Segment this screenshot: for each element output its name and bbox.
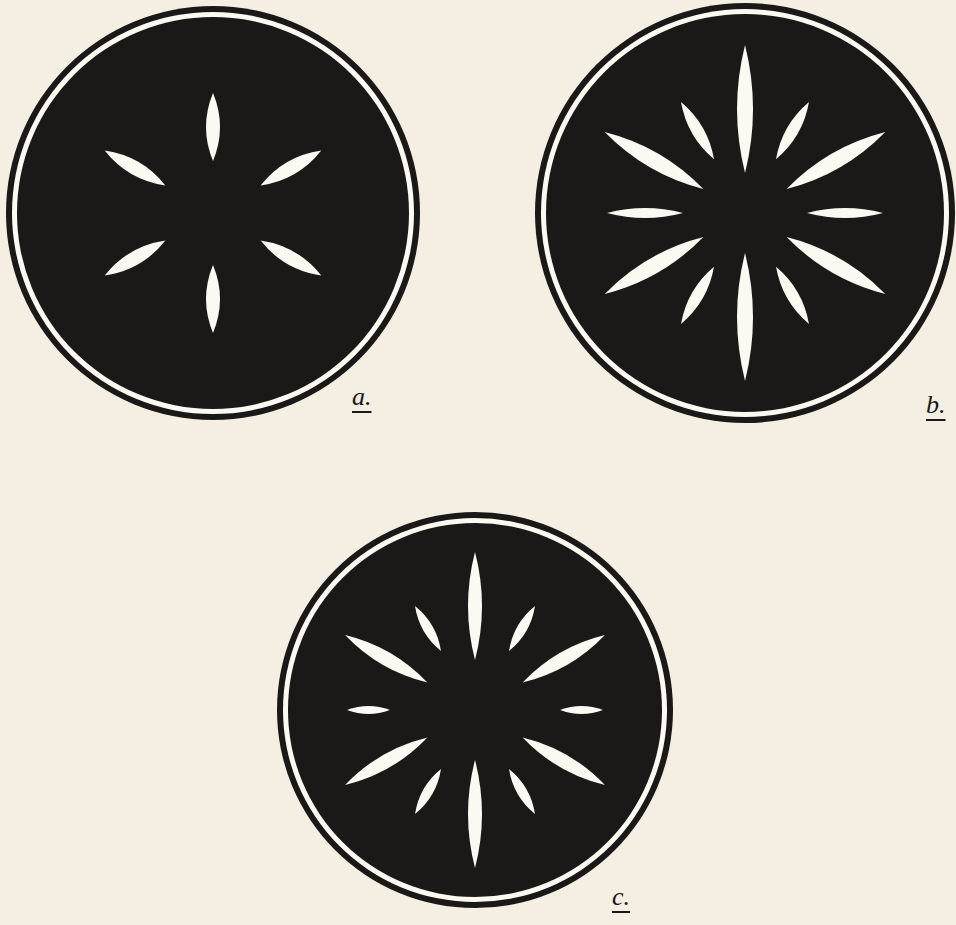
lens-slit [737,253,753,381]
lens-slit [787,237,886,294]
lens-slit [681,102,714,159]
lens-slit [607,208,683,218]
lens-slit [261,241,322,276]
lens-slit [206,265,220,333]
lens-slit [105,241,166,276]
lens-slit [345,738,427,786]
lens-slit [605,132,704,189]
lens-slit [415,769,441,814]
lens-slit [468,552,482,660]
lens-slit [509,606,535,651]
white-ring [283,518,667,902]
lens-slit [523,738,605,786]
white-ring [541,9,949,417]
dark-disc [17,17,409,409]
outer-rim [6,6,420,420]
lens-slit [206,93,220,161]
lens-slit [776,102,809,159]
dark-disc [546,14,944,412]
outer-rim [277,512,673,908]
outer-rim [535,3,955,423]
lens-slit [776,267,809,324]
lens-slit [415,606,441,651]
lens-slit [509,769,535,814]
lens-slit [605,237,704,294]
lens-slit [560,706,603,714]
lens-slit [807,208,883,218]
white-ring [12,12,414,414]
lens-slit [261,151,322,186]
figure-letter: a. [352,384,372,410]
lens-slit [105,151,166,186]
lens-slit [347,706,390,714]
lens-slit [787,132,886,189]
dark-disc [288,523,662,897]
figure-letter: b. [926,392,946,418]
lens-slit [345,635,427,683]
lens-slit [681,267,714,324]
figure-letter: c. [612,884,630,910]
lens-slit [737,45,753,173]
lens-slit [523,635,605,683]
lens-slit [468,760,482,868]
